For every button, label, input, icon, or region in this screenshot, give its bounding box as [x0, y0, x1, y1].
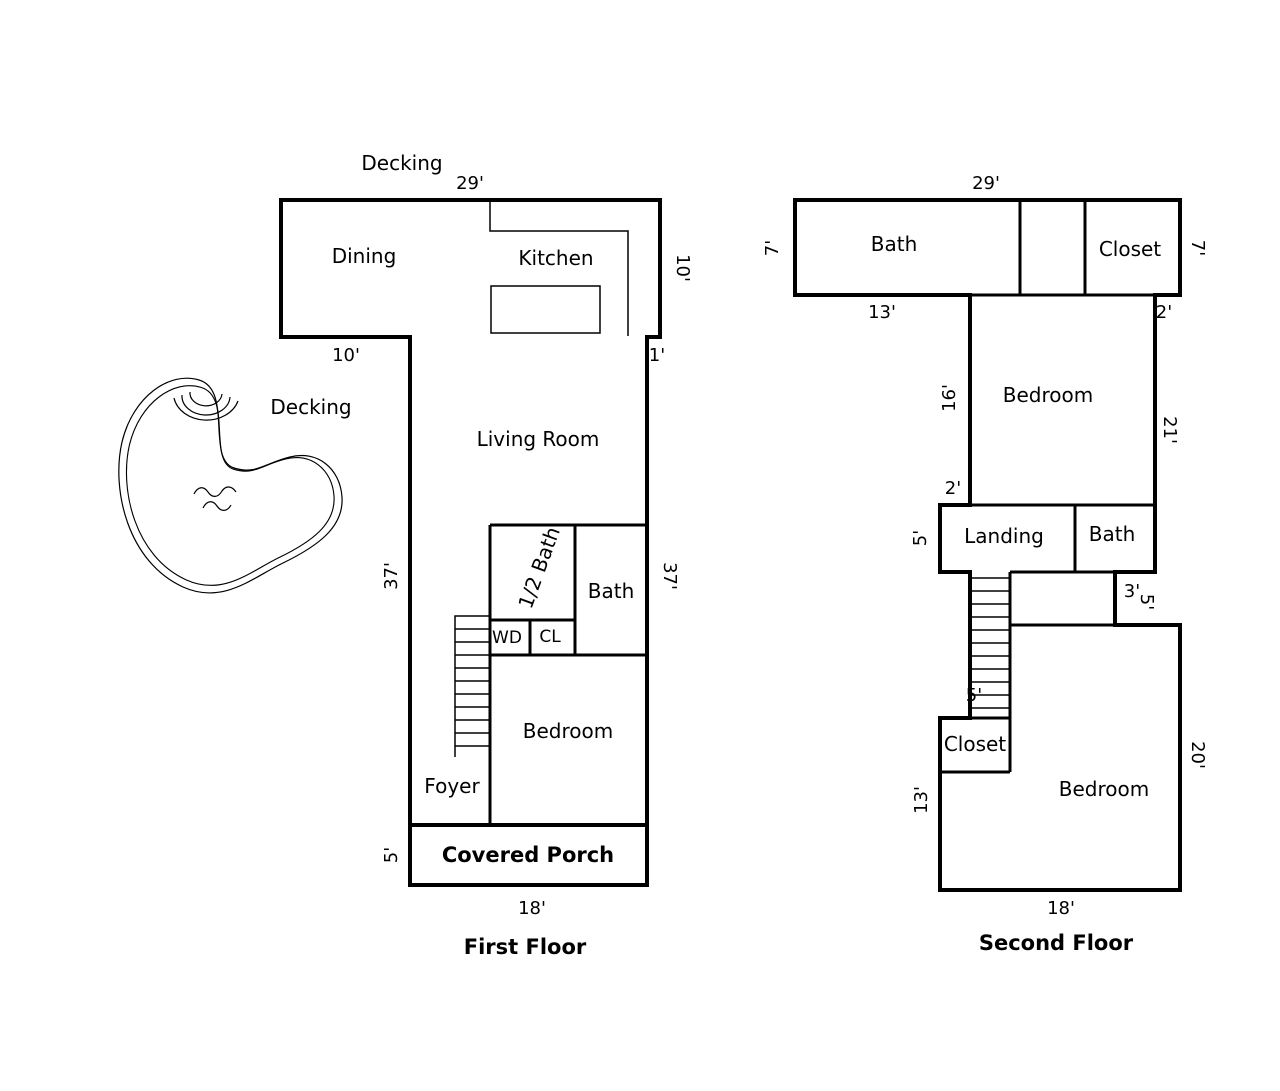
kitchen-counter	[489, 200, 629, 336]
dim-closet-left: 13'	[911, 786, 932, 814]
decking-pool-label: Decking	[270, 395, 351, 419]
first-floor-interior-walls	[488, 523, 647, 825]
dim-right-top: 7'	[1187, 240, 1208, 256]
closet-top-label: Closet	[1099, 237, 1161, 261]
dim-porch-height: 5'	[381, 847, 402, 863]
first-floor-stairs	[454, 615, 490, 757]
dining-label: Dining	[332, 244, 397, 268]
pool-water-squiggle	[193, 486, 237, 511]
dim-porch-width: 18'	[518, 898, 546, 919]
bedroom-back-label: Bedroom	[1059, 777, 1149, 801]
dim-bedroom-right: 21'	[1159, 416, 1180, 444]
dim-stair-width: 5'	[966, 685, 982, 706]
dim-closet-jog: 2'	[1156, 302, 1172, 323]
landing-label: Landing	[964, 524, 1044, 548]
dim-left-top: 7'	[762, 240, 783, 256]
second-floor-title: Second Floor	[979, 931, 1134, 955]
living-room-label: Living Room	[477, 427, 600, 451]
pool-outer-edge	[118, 377, 343, 594]
dim-bottom-width: 18'	[1047, 898, 1075, 919]
dim-wall-jog: 1'	[649, 345, 665, 366]
first-floor-plan: Decking Dining Kitchen Decking Living Ro…	[118, 151, 693, 959]
stair-treads	[970, 577, 1010, 709]
second-floor-plan: Bath Closet Bedroom Landing Bath Closet …	[762, 173, 1208, 955]
stair-stringer	[454, 615, 490, 757]
washer-dryer-label: WD	[492, 628, 522, 648]
dim-left-height: 37'	[381, 562, 402, 590]
dim-right-height: 37'	[659, 562, 680, 590]
covered-porch-label: Covered Porch	[442, 843, 614, 867]
closet-mid-label: Closet	[944, 732, 1006, 756]
dim-dining-width: 10'	[332, 345, 360, 366]
bedroom-label: Bedroom	[523, 719, 613, 743]
half-bath-label: 1/2 Bath	[513, 524, 565, 612]
pool-steps	[173, 391, 239, 421]
decking-top-label: Decking	[361, 151, 442, 175]
dim-notch-height: 5'	[1136, 594, 1157, 610]
kitchen-island	[490, 285, 601, 334]
first-floor-title: First Floor	[464, 935, 587, 959]
bath-label: Bath	[588, 579, 635, 603]
dim-top-width-2: 29'	[972, 173, 1000, 194]
dim-notch-width: 3'	[1124, 581, 1140, 602]
first-floor-outer-wall	[279, 198, 662, 887]
closet-label: CL	[539, 627, 561, 647]
dim-bedroom-back-right: 20'	[1187, 741, 1208, 769]
dim-bedroom-left: 16'	[939, 384, 960, 412]
pool-inner-edge	[125, 385, 335, 586]
pool	[118, 377, 343, 594]
dim-bath-bottom: 13'	[868, 302, 896, 323]
dim-kitchen-height: 10'	[672, 254, 693, 282]
stair-treads	[455, 628, 490, 747]
foyer-label: Foyer	[424, 774, 480, 798]
bath-top-label: Bath	[871, 232, 918, 256]
dim-landing-jog: 2'	[945, 478, 961, 499]
dim-landing-left: 5'	[910, 530, 931, 546]
kitchen-label: Kitchen	[518, 246, 593, 270]
dim-top-width: 29'	[456, 173, 484, 194]
second-floor-interior-walls	[940, 200, 1155, 774]
second-floor-stairs	[970, 577, 1010, 709]
bath-mid-label: Bath	[1089, 522, 1136, 546]
bedroom-front-label: Bedroom	[1003, 383, 1093, 407]
